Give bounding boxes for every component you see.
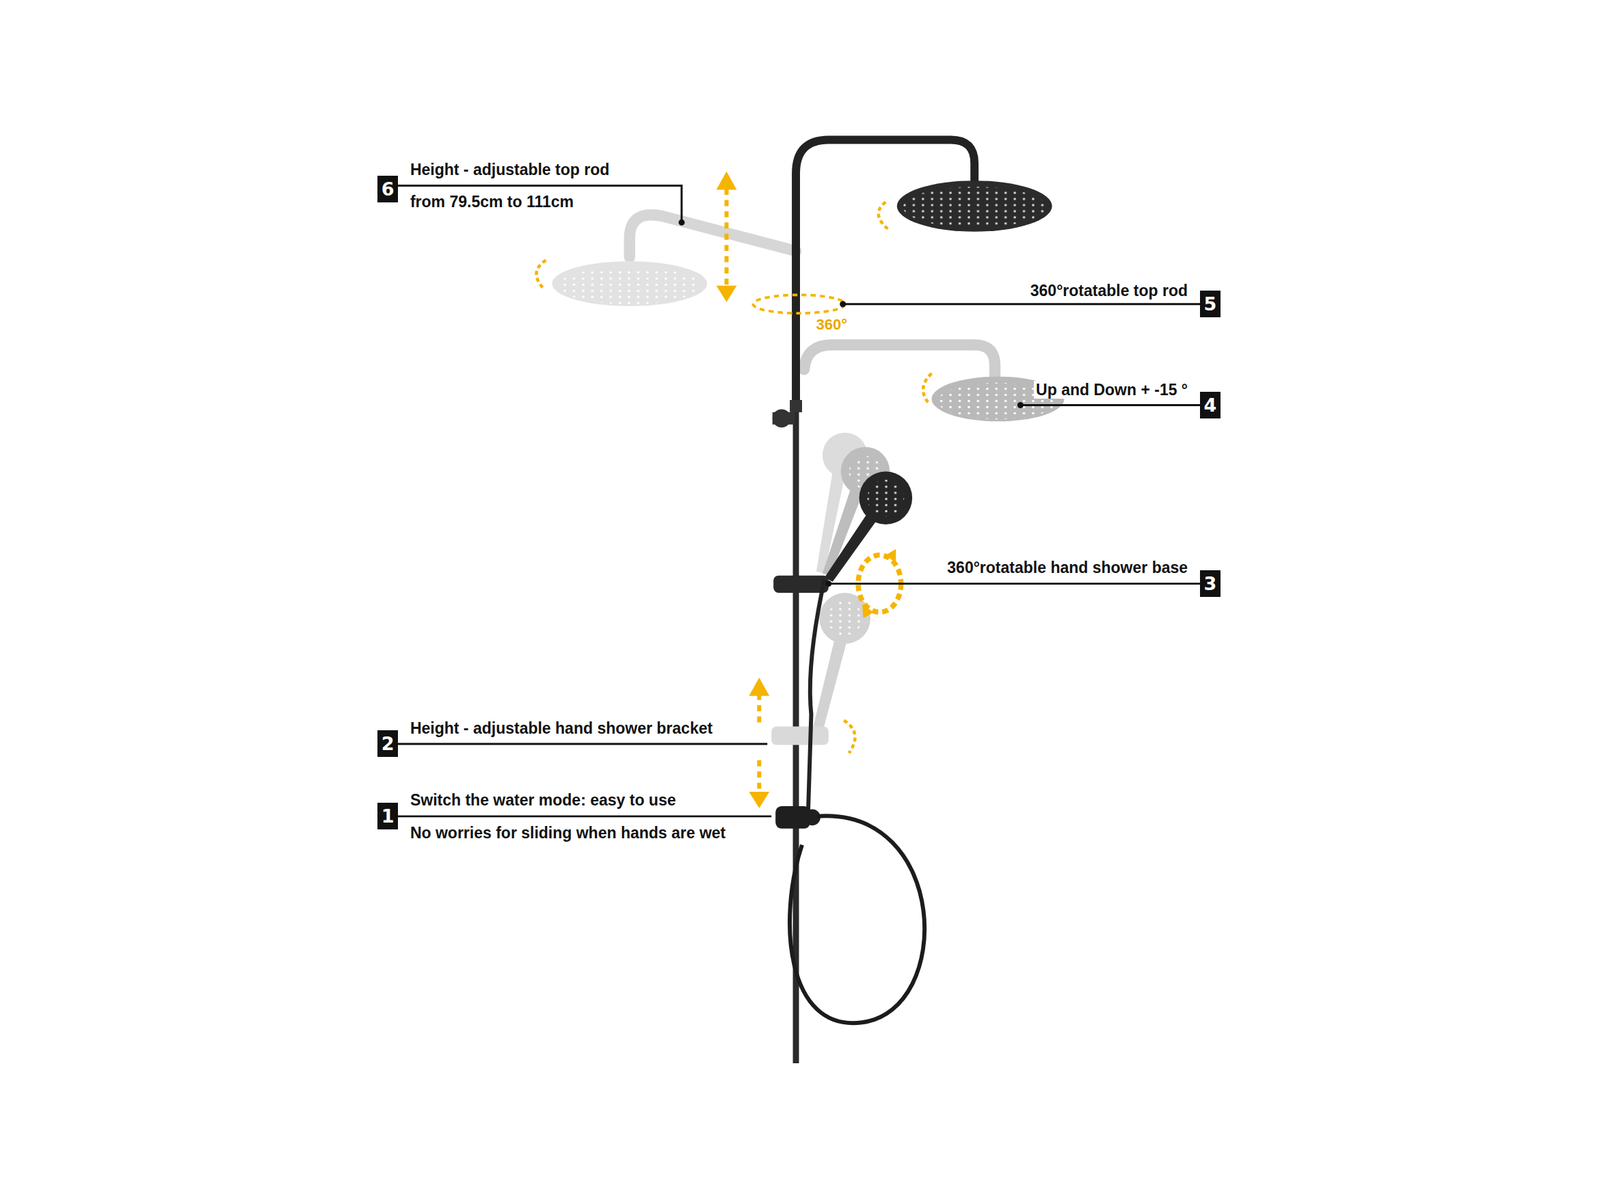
feature-label: Height - adjustable top rod <box>410 160 610 179</box>
angle-label: 360° <box>814 315 850 333</box>
dimension-label: from 79.5cm to 111cm <box>410 192 574 211</box>
callout-box: 5 <box>1200 290 1221 318</box>
callout-number: 3 <box>1204 574 1218 593</box>
feature-label: 360°rotatable top rod <box>1028 281 1190 300</box>
callout-box: 6 <box>377 175 398 203</box>
callout-number: 2 <box>381 734 395 753</box>
callout-number: 5 <box>1204 294 1218 314</box>
callout-box: 3 <box>1200 570 1221 597</box>
callout-box: 4 <box>1200 391 1221 419</box>
feature-label: No worries for sliding when hands are we… <box>410 823 726 842</box>
feature-label: Height - adjustable hand shower bracket <box>410 719 713 738</box>
callout-box: 1 <box>377 802 398 830</box>
feature-label: 360°rotatable hand shower base <box>944 558 1190 577</box>
feature-label: Up and Down + -15 ° <box>1033 380 1190 399</box>
feature-label: Switch the water mode: easy to use <box>410 791 677 809</box>
callout-number: 1 <box>381 806 395 826</box>
callout-box: 2 <box>377 730 398 757</box>
callout-number: 6 <box>381 179 395 199</box>
callout-number: 4 <box>1204 395 1218 415</box>
